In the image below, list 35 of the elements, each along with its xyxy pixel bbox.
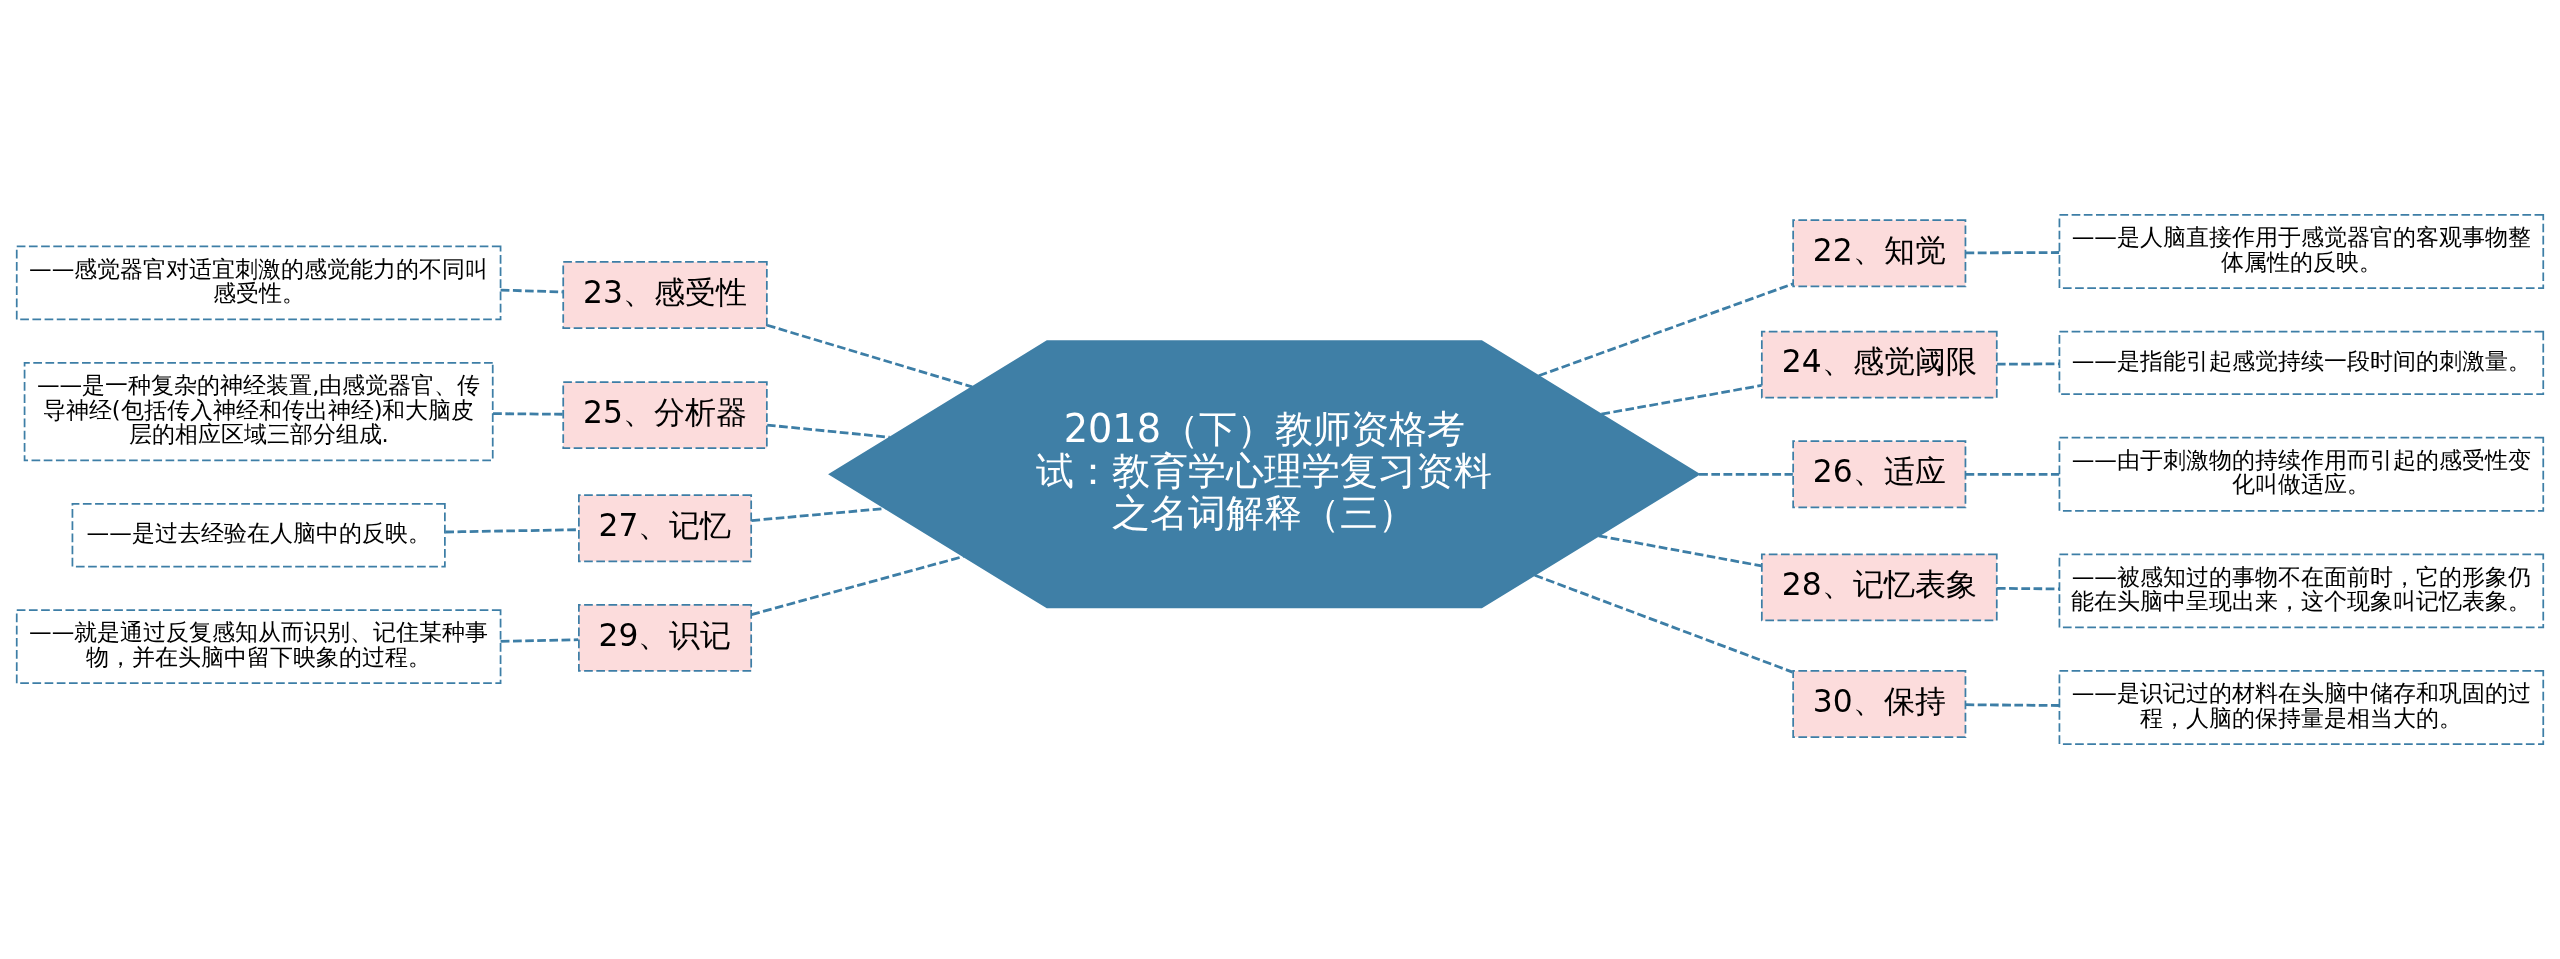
connector [1965,472,2060,476]
node-box: ——是过去经验在人脑中的反映。 [71,503,446,568]
node-box: ——是指能引起感觉持续一段时间的刺激量。 [2058,330,2545,396]
connector [1965,251,2060,255]
connector [1598,534,1762,568]
connector [1601,384,1762,416]
node-box: ——就是通过反复感知从而识别、记住某种事物，并在头脑中留下映象的过程。 [15,609,502,684]
connector [493,412,563,416]
node-box: ——是一种复杂的神经装置,由感觉器官、传导神经(包括传入神经和传出神经)和大脑皮层的相应区域三部分组成. [23,362,494,462]
node-box: ——被感知过的事物不在面前时，它的形象仍能在头脑中呈现出来，这个现象叫记忆表象。 [2058,553,2545,629]
connector [751,555,964,616]
connector [767,423,890,439]
node-box: 24、感觉阈限 [1760,330,1998,399]
connector [1538,282,1794,378]
node-box: ——由于刺激物的持续作用而引起的感受性变化叫做适应。 [2058,436,2545,512]
node-box: 28、记忆表象 [1760,553,1998,622]
connector [445,528,579,534]
connector [500,288,563,294]
node-box: 29、识记 [578,603,753,672]
connector [500,638,579,643]
connector [1699,472,1793,476]
connector [1997,586,2060,591]
node-box: 27、记忆 [578,494,753,563]
connector [1534,573,1793,674]
node-box: 22、知觉 [1792,219,1967,288]
node-box: 26、适应 [1792,440,1967,509]
connector [1965,703,2060,707]
node-box: ——是人脑直接作用于感觉器官的客观事物整体属性的反映。 [2058,214,2545,289]
connector [1997,362,2060,366]
connector [766,323,973,389]
node-box: ——感觉器官对适宜刺激的感觉能力的不同叫感受性。 [15,245,502,321]
node-box: 25、分析器 [562,381,768,450]
node-box: 23、感受性 [562,261,768,329]
node-box: ——是识记过的材料在头脑中储存和巩固的过程，人脑的保持量是相当大的。 [2058,670,2545,745]
node-box: 30、保持 [1792,670,1967,738]
